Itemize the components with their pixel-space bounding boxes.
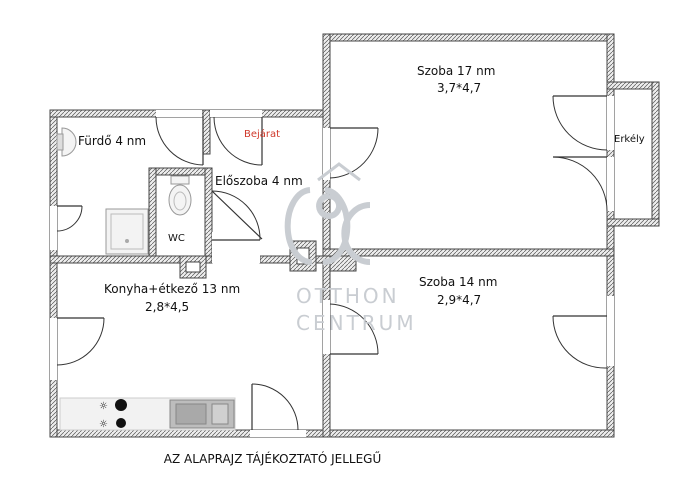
room-szoba14-name: Szoba 14 nm	[419, 275, 497, 289]
door-szoba14-right	[552, 315, 608, 369]
door-kitchen-left	[56, 317, 105, 366]
room-eloszoba-name: Előszoba 4 nm	[215, 174, 303, 188]
door-bath	[56, 205, 83, 232]
svg-text:☼: ☼	[99, 419, 108, 430]
shower-tray-icon	[105, 208, 149, 255]
room-konyha-dims: 2,8*4,5	[145, 300, 189, 314]
svg-text:☼: ☼	[99, 401, 108, 412]
door-hall-wc	[211, 190, 263, 241]
room-erkely-name: Erkély	[614, 133, 645, 145]
watermark-line1: OTTHON	[296, 284, 400, 308]
walls	[49, 33, 660, 438]
watermark-line2: CENTRUM	[296, 311, 417, 335]
door-kitchen-bottom	[251, 383, 299, 431]
entrance-label: Bejárat	[244, 128, 280, 140]
kitchen-sink-icon	[169, 399, 235, 429]
door-szoba14-left	[329, 303, 379, 355]
room-szoba17-dims: 3,7*4,7	[437, 81, 481, 95]
room-szoba17-name: Szoba 17 nm	[417, 64, 495, 78]
door-balcony	[552, 95, 608, 212]
disclaimer-text: AZ ALAPRAJZ TÁJÉKOZTATÓ JELLEGŰ	[163, 452, 382, 466]
stove-icon: ☼ ☼	[99, 399, 127, 430]
otthon-centrum-logo: OTTHON CENTRUM	[284, 162, 417, 335]
door-bath-top	[155, 116, 204, 166]
room-szoba14-dims: 2,9*4,7	[437, 293, 481, 307]
room-konyha-name: Konyha+étkező 13 nm	[104, 282, 240, 296]
door-openings	[50, 96, 614, 437]
kitchen-counter: ☼ ☼	[59, 397, 236, 431]
room-furdo-name: Fürdő 4 nm	[78, 134, 146, 148]
room-wc-name: WC	[168, 233, 185, 244]
toilet-icon	[168, 175, 192, 216]
door-szoba17-left	[329, 127, 379, 179]
door-entrance	[213, 116, 263, 166]
sink-icon	[56, 127, 77, 157]
